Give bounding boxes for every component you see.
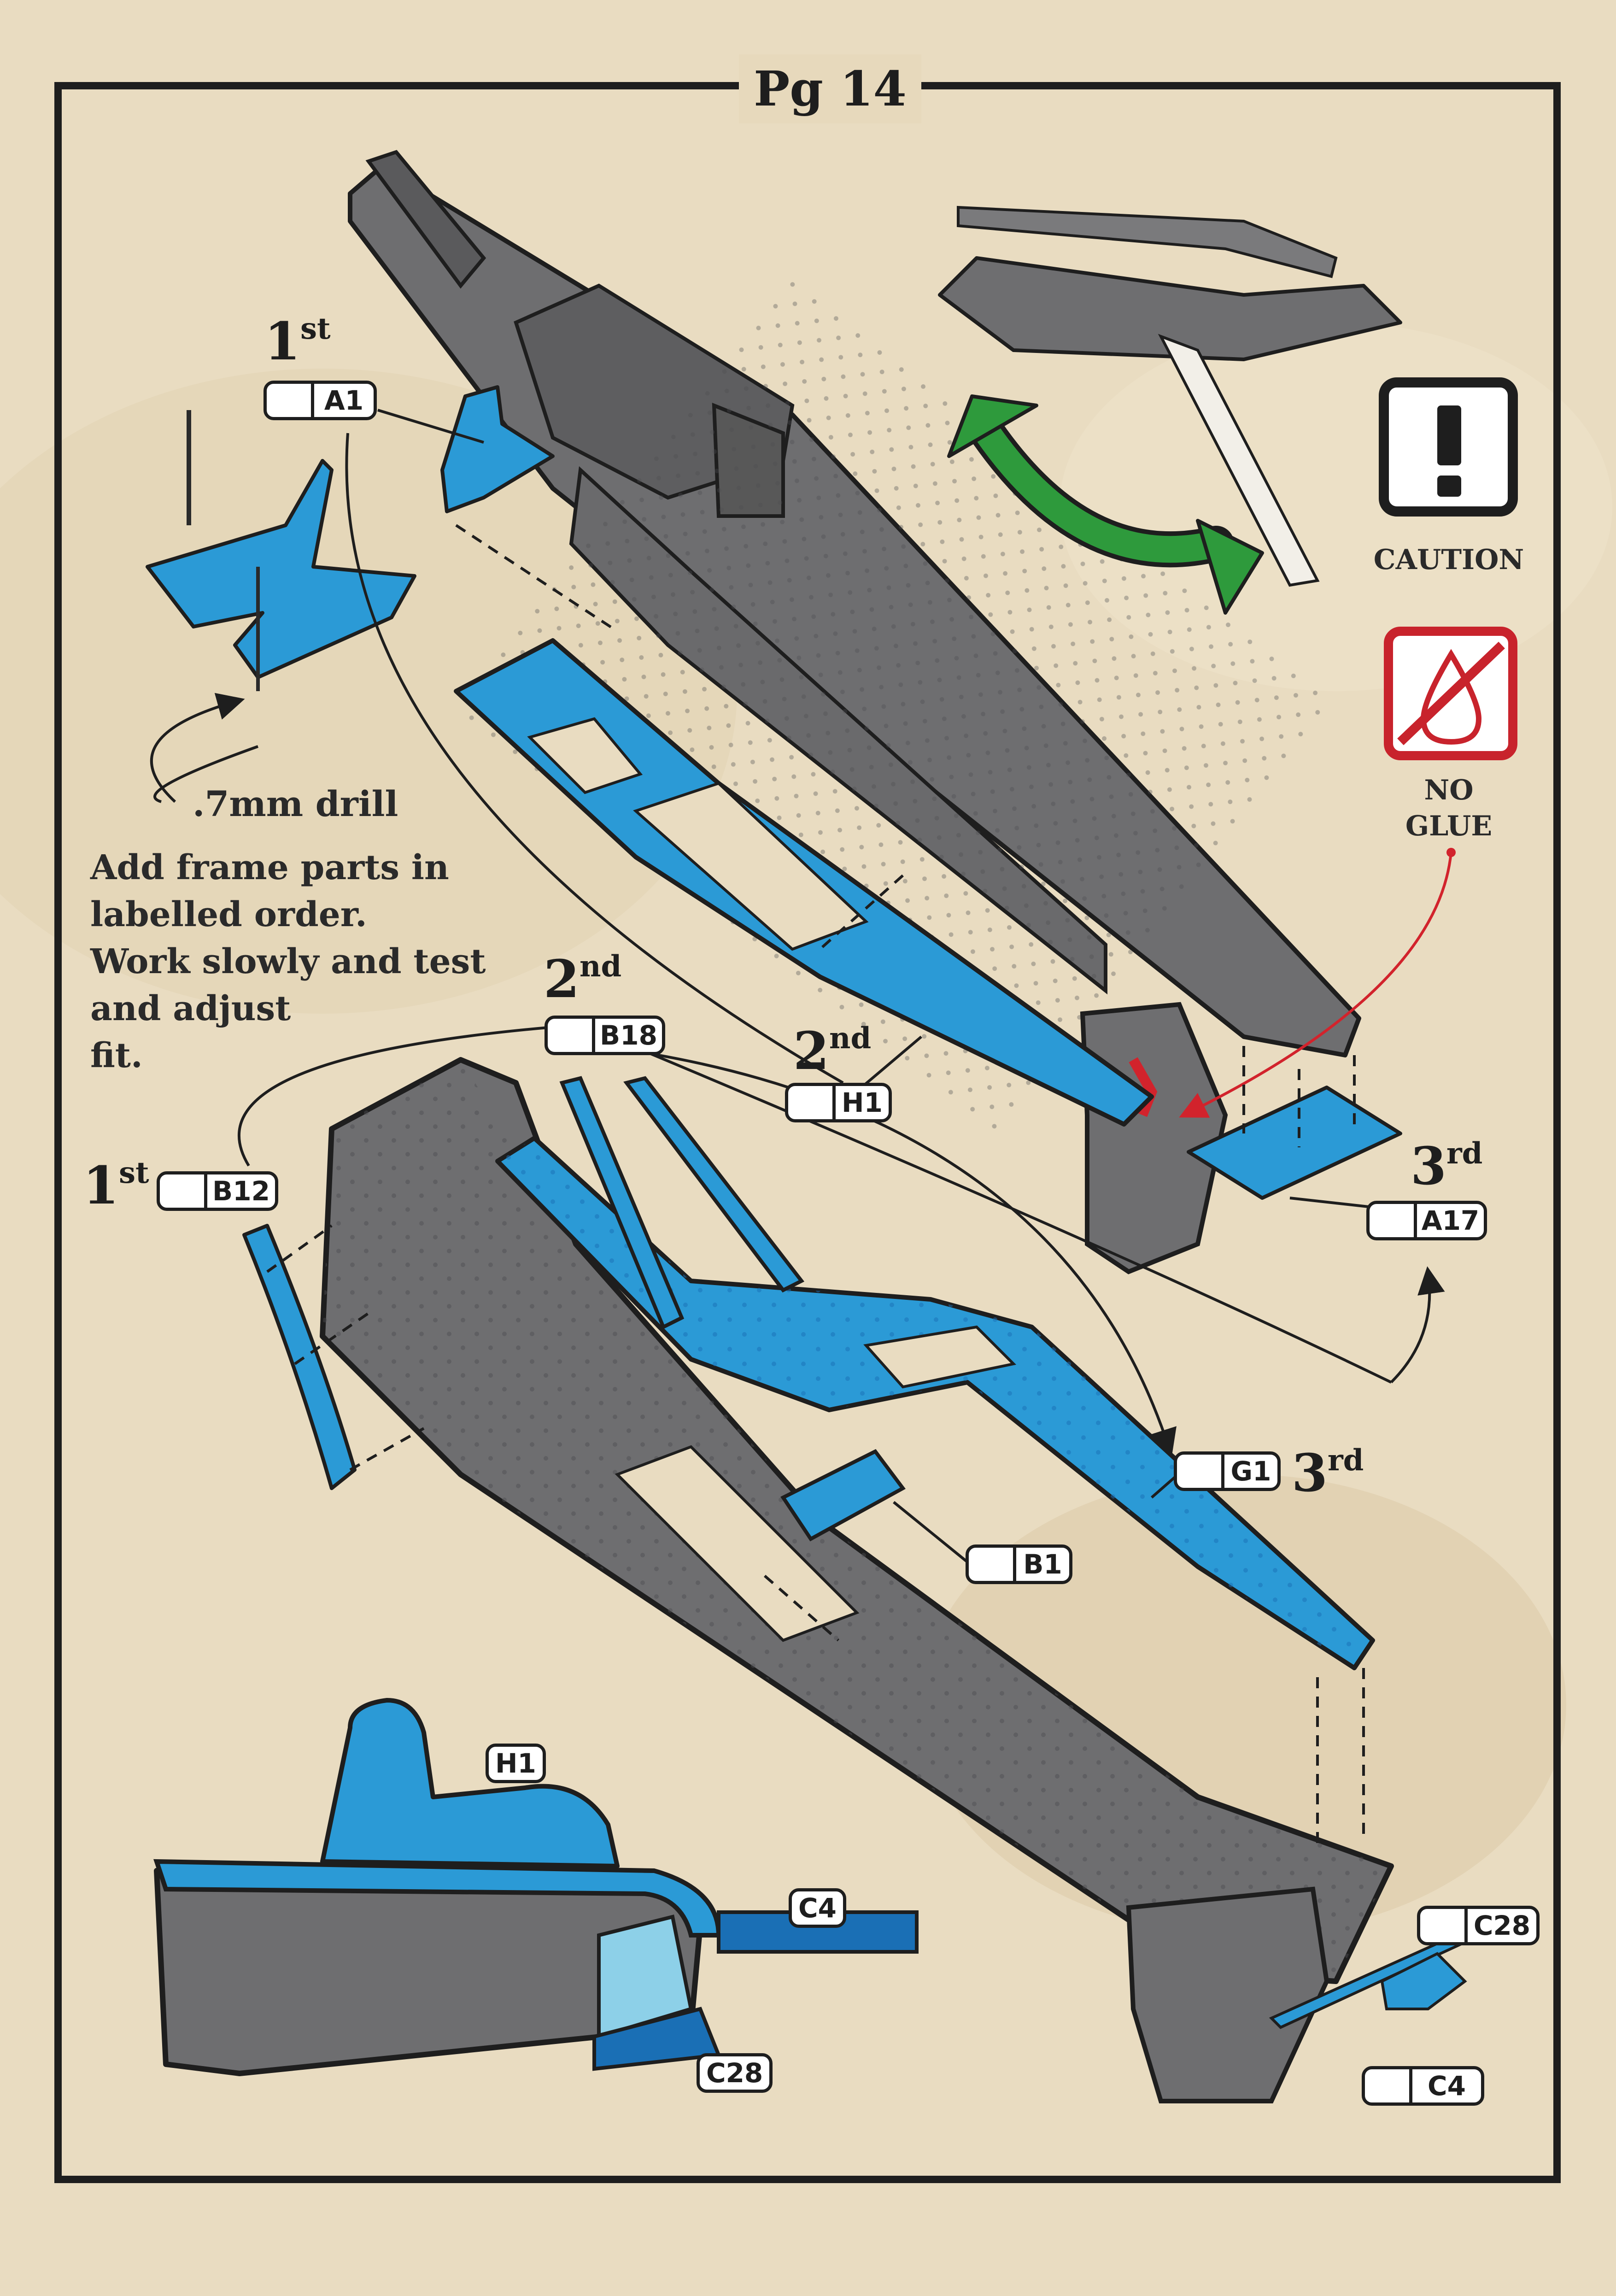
part-label-c4: C4 [1362,2066,1484,2106]
no-glue-leader [1179,852,1452,1118]
drill-note: .7mm drill [193,783,398,824]
caution-label: CAUTION [1373,544,1524,576]
inset-trail-view [938,206,1402,587]
part-b1-plate [780,1449,906,1542]
no-glue-icon [1384,627,1517,760]
part-label-b12: B12 [157,1171,278,1211]
part-h1-trail-frame [454,638,1154,1127]
drilled-part-detail [146,410,416,691]
part-label-h1: H1 [785,1083,892,1122]
step-ordinal-b12: 1st [83,1156,149,1216]
part-label-a17: A17 [1366,1201,1487,1240]
part-b12-strip [242,1224,357,1490]
part-label-c28: C28 [1417,1906,1540,1945]
part-c4-small [1380,1952,1467,2010]
step-ordinal-h1: 2nd [793,1021,872,1081]
step-ordinal-a17: 3rd [1411,1136,1483,1197]
part-label-b18: B18 [545,1016,665,1055]
caution-icon [1379,377,1518,517]
upper-carriage-assembly [348,150,1361,1274]
part-g1-frame [495,1136,1375,1670]
step-ordinal-b18: 2nd [544,949,622,1010]
detail-trail-end [153,1698,919,2076]
leader-lines [150,409,1445,1563]
instruction-text: Add frame parts in labelled order. Work … [90,848,486,1075]
detail-label-h1: H1 [486,1744,546,1783]
step-ordinal-a1: 1st [264,311,331,372]
part-a1-bracket [440,385,555,513]
part-label-b1: B1 [966,1544,1072,1584]
alignment-dashes [266,524,1365,1843]
detail-label-c4: C4 [789,1888,846,1928]
lower-trail-assembly [320,1057,1394,2103]
detail-label-c28: C28 [697,2053,773,2093]
rotate-arrow-icon [947,394,1264,615]
part-b18-strut [559,1076,805,1330]
part-a17-plate [1187,1086,1402,1200]
page-title: Pg 14 [739,54,921,123]
step-ordinal-g1: 3rd [1292,1443,1364,1503]
no-glue-label: NO GLUE [1405,774,1493,842]
part-label-g1: G1 [1174,1451,1281,1491]
part-label-a1: A1 [263,381,377,420]
